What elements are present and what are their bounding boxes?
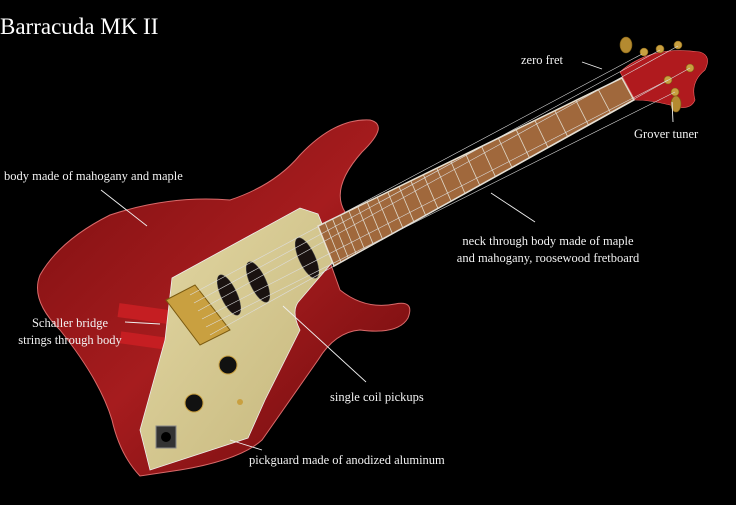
fret bbox=[340, 214, 357, 254]
fret bbox=[376, 197, 393, 234]
fret bbox=[398, 186, 415, 222]
fret bbox=[423, 174, 439, 209]
label-zero-fret: zero fret bbox=[521, 53, 563, 67]
label-neck-1: neck through body made of maple bbox=[462, 234, 634, 248]
fret bbox=[387, 191, 404, 229]
fret bbox=[497, 138, 513, 168]
page-title: Barracuda MK II bbox=[0, 14, 159, 39]
fret bbox=[534, 120, 549, 148]
label-neck-2: and mahogany, roosewood fretboard bbox=[456, 251, 640, 265]
fret bbox=[410, 180, 426, 216]
label-bridge-2: strings through body bbox=[18, 333, 122, 347]
fret bbox=[621, 77, 635, 101]
fret bbox=[324, 222, 342, 263]
fret bbox=[450, 161, 466, 194]
fret bbox=[366, 201, 383, 240]
fret bbox=[332, 218, 349, 259]
fret bbox=[465, 153, 481, 186]
fret bbox=[436, 168, 452, 202]
fret bbox=[597, 89, 611, 114]
bridge bbox=[165, 284, 231, 346]
pickups bbox=[216, 237, 320, 316]
label-pickguard: pickguard made of anodized aluminum bbox=[249, 453, 445, 467]
label-grover-tuner: Grover tuner bbox=[634, 127, 699, 141]
label-pickups: single coil pickups bbox=[330, 390, 424, 404]
fret bbox=[481, 146, 496, 177]
label-body: body made of mahogany and maple bbox=[4, 169, 183, 183]
fret bbox=[575, 100, 589, 126]
label-bridge-1: Schaller bridge bbox=[31, 316, 108, 330]
